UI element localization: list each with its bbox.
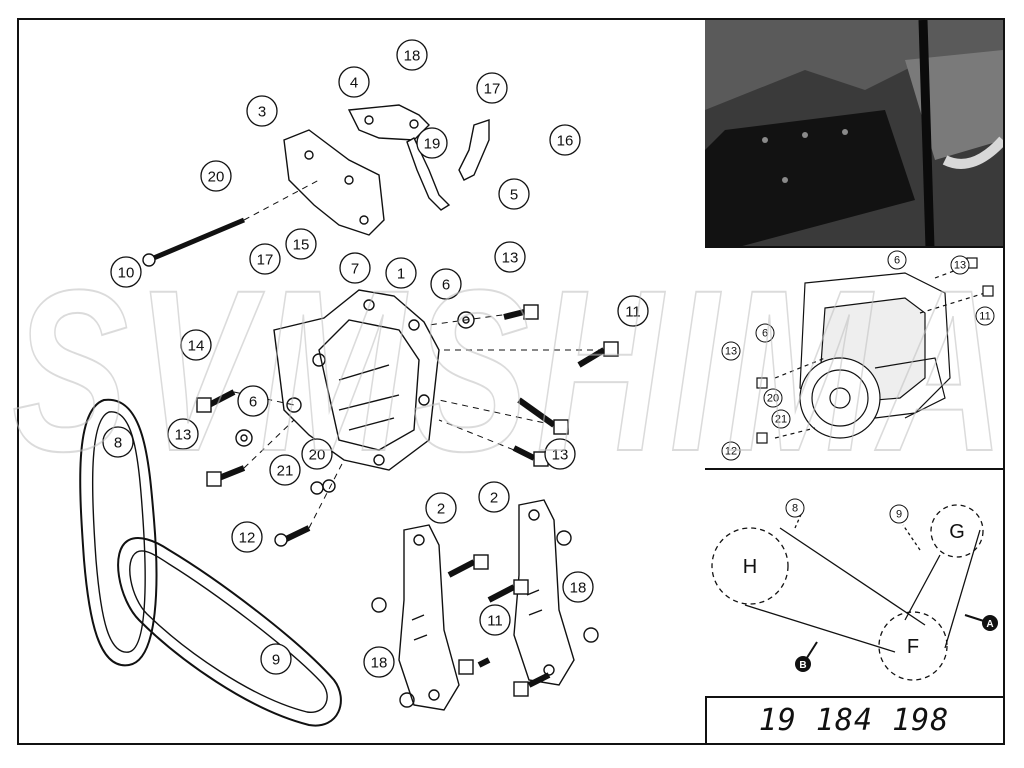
svg-text:4: 4	[350, 75, 358, 92]
callout-3: 3	[246, 95, 278, 127]
svg-text:13: 13	[725, 345, 737, 357]
belt-routing-panel: H G F 8 9 A B	[705, 470, 1003, 698]
compressor-drawing: 6 13 11 13 6 20 21 12	[721, 250, 995, 461]
callout-17: 17	[476, 72, 508, 104]
svg-text:2: 2	[437, 501, 445, 518]
compressor-panel: 6 13 11 13 6 20 21 12	[705, 248, 1003, 470]
svg-text:10: 10	[118, 265, 135, 282]
svg-text:17: 17	[484, 81, 501, 98]
svg-text:A: A	[986, 619, 993, 630]
svg-text:12: 12	[239, 530, 256, 547]
svg-text:16: 16	[557, 133, 574, 150]
callout-1: 1	[385, 257, 417, 289]
svg-text:8: 8	[792, 502, 798, 514]
part-number: 19 184 198	[758, 703, 950, 738]
svg-text:15: 15	[293, 237, 310, 254]
svg-text:6: 6	[762, 327, 768, 339]
callout-2: 2	[478, 481, 510, 513]
compressor-callout-13: 13	[721, 341, 741, 361]
compressor-callout-20: 20	[763, 388, 783, 408]
callout-6: 6	[237, 385, 269, 417]
compressor-callout-6: 6	[755, 323, 775, 343]
compressor-callout-13: 13	[950, 255, 970, 275]
svg-text:13: 13	[552, 447, 569, 464]
svg-text:20: 20	[208, 169, 225, 186]
svg-text:21: 21	[775, 413, 787, 425]
callout-2: 2	[425, 492, 457, 524]
belt-routing-diagram: H G F 8 9 A B	[711, 498, 998, 681]
svg-text:1: 1	[397, 266, 405, 283]
callout-9: 9	[260, 643, 292, 675]
svg-text:9: 9	[896, 508, 902, 520]
svg-text:20: 20	[767, 392, 779, 404]
svg-text:18: 18	[570, 580, 587, 597]
svg-text:18: 18	[404, 48, 421, 65]
svg-text:11: 11	[979, 310, 990, 322]
svg-text:7: 7	[351, 261, 359, 278]
callout-5: 5	[498, 178, 530, 210]
callout-13: 13	[494, 241, 526, 273]
callout-19: 19	[416, 127, 448, 159]
svg-text:19: 19	[424, 136, 441, 153]
callout-11: 11	[479, 604, 511, 636]
svg-text:9: 9	[272, 652, 280, 669]
direction-arrow-a: A	[964, 614, 998, 631]
svg-text:B: B	[799, 660, 806, 671]
svg-text:21: 21	[277, 463, 294, 480]
svg-text:13: 13	[954, 259, 966, 271]
svg-text:5: 5	[510, 187, 518, 204]
belt-callout-9: 9	[889, 504, 909, 524]
callout-10: 10	[110, 256, 142, 288]
callout-16: 16	[549, 124, 581, 156]
svg-text:6: 6	[894, 254, 900, 266]
side-panels: 6 13 11 13 6 20 21 12 H G F 8 9 A B 19 184 198	[705, 20, 1003, 743]
svg-text:8: 8	[114, 435, 122, 452]
callout-13: 13	[544, 438, 576, 470]
callout-14: 14	[180, 329, 212, 361]
svg-text:3: 3	[258, 104, 266, 121]
svg-text:17: 17	[257, 252, 274, 269]
callout-18: 18	[562, 571, 594, 603]
compressor-callout-21: 21	[771, 409, 791, 429]
part-number-panel: 19 184 198	[705, 698, 1003, 743]
callout-13: 13	[167, 418, 199, 450]
svg-text:12: 12	[725, 445, 737, 457]
callout-4: 4	[338, 66, 370, 98]
svg-text:6: 6	[442, 277, 450, 294]
pulley-g: G	[949, 521, 965, 543]
callout-18: 18	[363, 646, 395, 678]
svg-text:20: 20	[309, 447, 326, 464]
pulley-h: H	[743, 556, 757, 578]
svg-text:18: 18	[371, 655, 388, 672]
direction-arrow-b: B	[795, 641, 818, 672]
engine-photo-image	[705, 20, 1003, 246]
callout-7: 7	[339, 252, 371, 284]
callout-8: 8	[102, 426, 134, 458]
svg-text:13: 13	[502, 250, 519, 267]
compressor-callout-12: 12	[721, 441, 741, 461]
compressor-callout-11: 11	[975, 306, 995, 326]
callout-11: 11	[617, 295, 649, 327]
svg-text:13: 13	[175, 427, 192, 444]
callout-20: 20	[200, 160, 232, 192]
svg-text:11: 11	[625, 304, 641, 321]
compressor-callout-6: 6	[887, 250, 907, 270]
engine-photo	[705, 20, 1003, 248]
callout-6: 6	[430, 268, 462, 300]
svg-text:14: 14	[188, 338, 205, 355]
svg-text:2: 2	[490, 490, 498, 507]
callout-18: 18	[396, 39, 428, 71]
callout-12: 12	[231, 521, 263, 553]
callout-17: 17	[249, 243, 281, 275]
pulley-f: F	[907, 636, 919, 658]
callout-21: 21	[269, 454, 301, 486]
belt-callout-8: 8	[785, 498, 805, 518]
callout-20: 20	[301, 438, 333, 470]
svg-text:6: 6	[249, 394, 257, 411]
svg-text:11: 11	[487, 613, 503, 630]
callout-15: 15	[285, 228, 317, 260]
